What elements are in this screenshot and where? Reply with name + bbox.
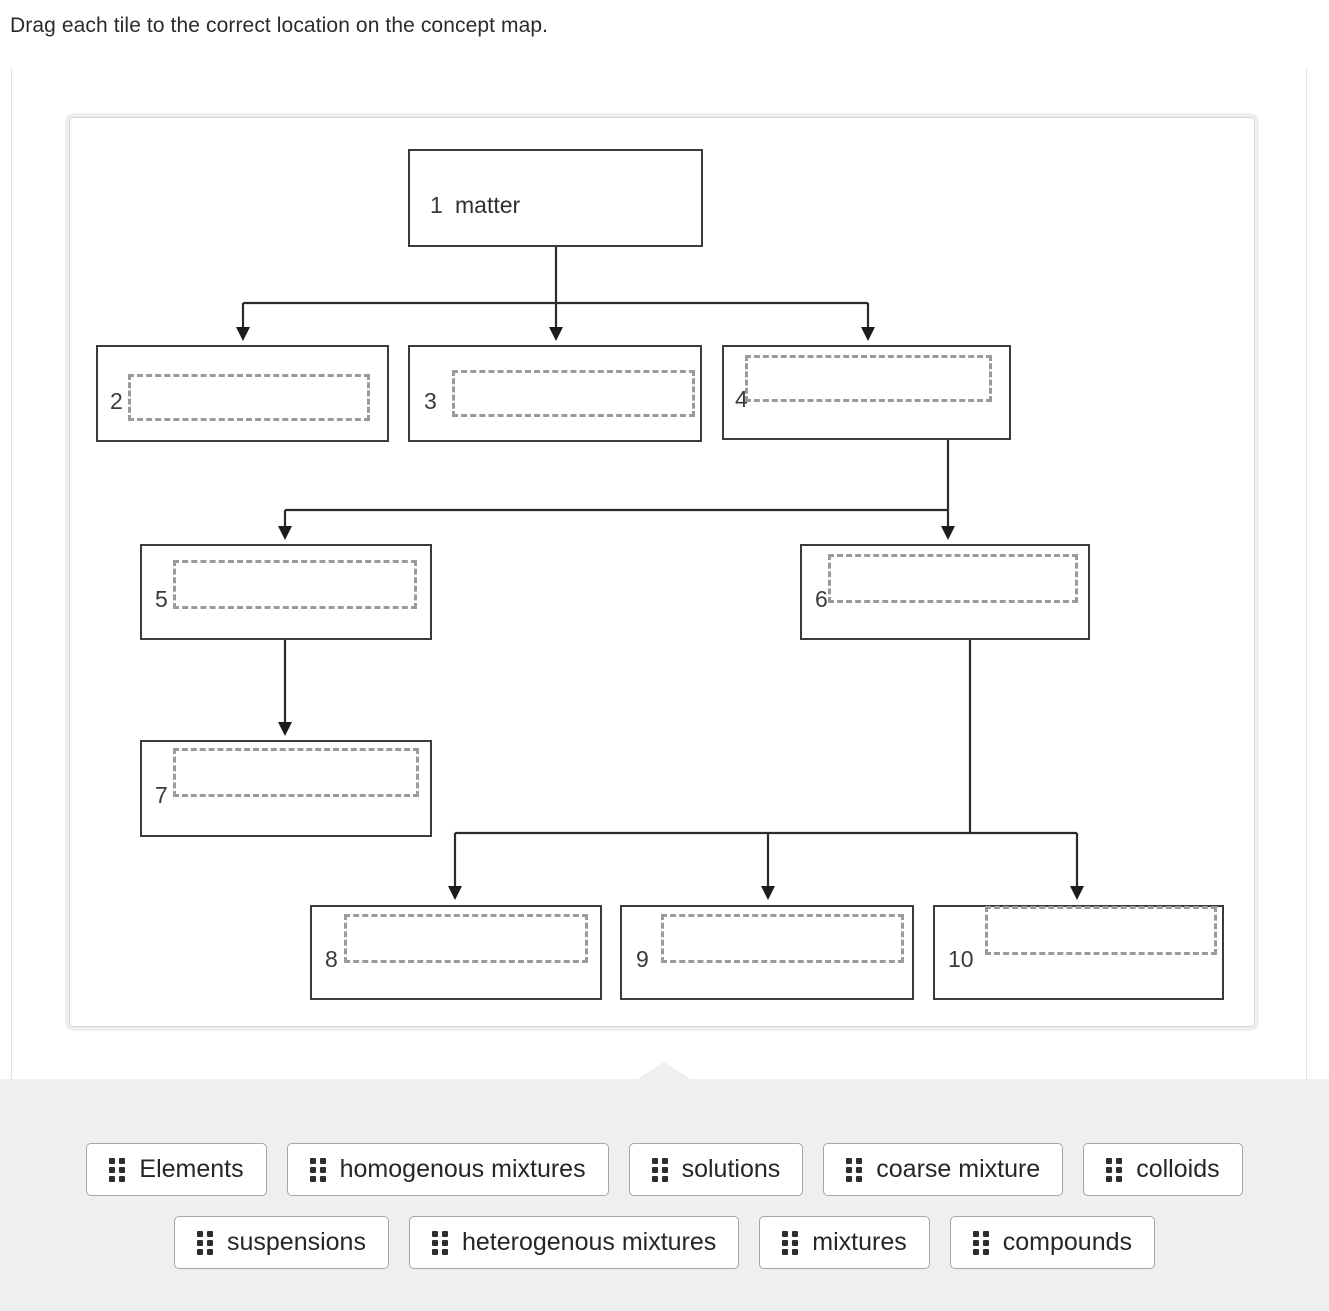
concept-node-5[interactable]: 5 bbox=[140, 544, 432, 640]
node-number-8: 8 bbox=[325, 946, 338, 972]
tile-label: colloids bbox=[1136, 1155, 1220, 1183]
node-number-5: 5 bbox=[155, 586, 168, 612]
drag-handle-icon[interactable] bbox=[109, 1157, 126, 1182]
dropzone-6[interactable] bbox=[828, 554, 1078, 603]
drag-handle-icon[interactable] bbox=[1106, 1157, 1123, 1182]
tile-row-1: Elements homogenous mixtures solutions c… bbox=[0, 1143, 1329, 1196]
node-label-1: matter bbox=[455, 192, 521, 218]
tile-mixtures[interactable]: mixtures bbox=[759, 1216, 930, 1269]
tile-compounds[interactable]: compounds bbox=[949, 1216, 1155, 1269]
tile-label: compounds bbox=[1002, 1228, 1132, 1256]
dropzone-4[interactable] bbox=[745, 355, 992, 402]
node-number-1: 1 bbox=[430, 192, 443, 218]
concept-node-7[interactable]: 7 bbox=[140, 740, 432, 837]
tile-homogenous-mixtures[interactable]: homogenous mixtures bbox=[286, 1143, 609, 1196]
drag-handle-icon[interactable] bbox=[846, 1157, 863, 1182]
tile-label: solutions bbox=[681, 1155, 781, 1183]
tile-label: heterogenous mixtures bbox=[461, 1228, 717, 1256]
tile-suspensions[interactable]: suspensions bbox=[173, 1216, 389, 1269]
dropzone-7[interactable] bbox=[173, 748, 419, 797]
concept-node-4[interactable]: 4 bbox=[722, 345, 1011, 440]
dropzone-5[interactable] bbox=[173, 560, 417, 609]
tray-notch bbox=[636, 1062, 692, 1080]
drag-handle-icon[interactable] bbox=[782, 1230, 799, 1255]
tile-label: Elements bbox=[139, 1155, 244, 1183]
node-number-6: 6 bbox=[815, 586, 828, 612]
instruction-text: Drag each tile to the correct location o… bbox=[10, 14, 549, 37]
dropzone-2[interactable] bbox=[128, 374, 370, 421]
drag-handle-icon[interactable] bbox=[972, 1230, 989, 1255]
tile-tray: Elements homogenous mixtures solutions c… bbox=[0, 1062, 1329, 1311]
node-number-9: 9 bbox=[636, 946, 649, 972]
tile-colloids[interactable]: colloids bbox=[1083, 1143, 1243, 1196]
concept-node-3[interactable]: 3 bbox=[408, 345, 702, 442]
concept-node-9[interactable]: 9 bbox=[620, 905, 914, 1000]
dropzone-9[interactable] bbox=[661, 914, 904, 963]
drag-handle-icon[interactable] bbox=[309, 1157, 326, 1182]
concept-node-1[interactable]: 1 matter bbox=[408, 149, 703, 247]
tile-coarse-mixture[interactable]: coarse mixture bbox=[823, 1143, 1064, 1196]
node-number-10: 10 bbox=[948, 946, 974, 972]
tile-elements[interactable]: Elements bbox=[86, 1143, 267, 1196]
node-number-3: 3 bbox=[424, 388, 437, 414]
drag-handle-icon[interactable] bbox=[431, 1230, 448, 1255]
concept-node-6[interactable]: 6 bbox=[800, 544, 1090, 640]
tile-row-2: suspensions heterogenous mixtures mixtur… bbox=[0, 1216, 1329, 1269]
tile-label: coarse mixture bbox=[876, 1155, 1041, 1183]
connector-svg bbox=[236, 247, 1084, 900]
node-number-2: 2 bbox=[110, 388, 123, 414]
tile-label: homogenous mixtures bbox=[339, 1155, 586, 1183]
node-number-7: 7 bbox=[155, 782, 168, 808]
dropzone-3[interactable] bbox=[452, 370, 695, 417]
connector-layer bbox=[236, 247, 1084, 900]
dropzone-8[interactable] bbox=[344, 914, 588, 963]
tile-label: suspensions bbox=[226, 1228, 366, 1256]
concept-node-2[interactable]: 2 bbox=[96, 345, 389, 442]
tile-heterogenous-mixtures[interactable]: heterogenous mixtures bbox=[408, 1216, 740, 1269]
node-number-4: 4 bbox=[735, 386, 748, 412]
dropzone-10[interactable] bbox=[985, 906, 1217, 955]
tile-solutions[interactable]: solutions bbox=[628, 1143, 804, 1196]
drag-handle-icon[interactable] bbox=[651, 1157, 668, 1182]
tile-label: mixtures bbox=[812, 1228, 907, 1256]
concept-node-10[interactable]: 10 bbox=[933, 905, 1224, 1000]
drag-handle-icon[interactable] bbox=[196, 1230, 213, 1255]
concept-node-8[interactable]: 8 bbox=[310, 905, 602, 1000]
